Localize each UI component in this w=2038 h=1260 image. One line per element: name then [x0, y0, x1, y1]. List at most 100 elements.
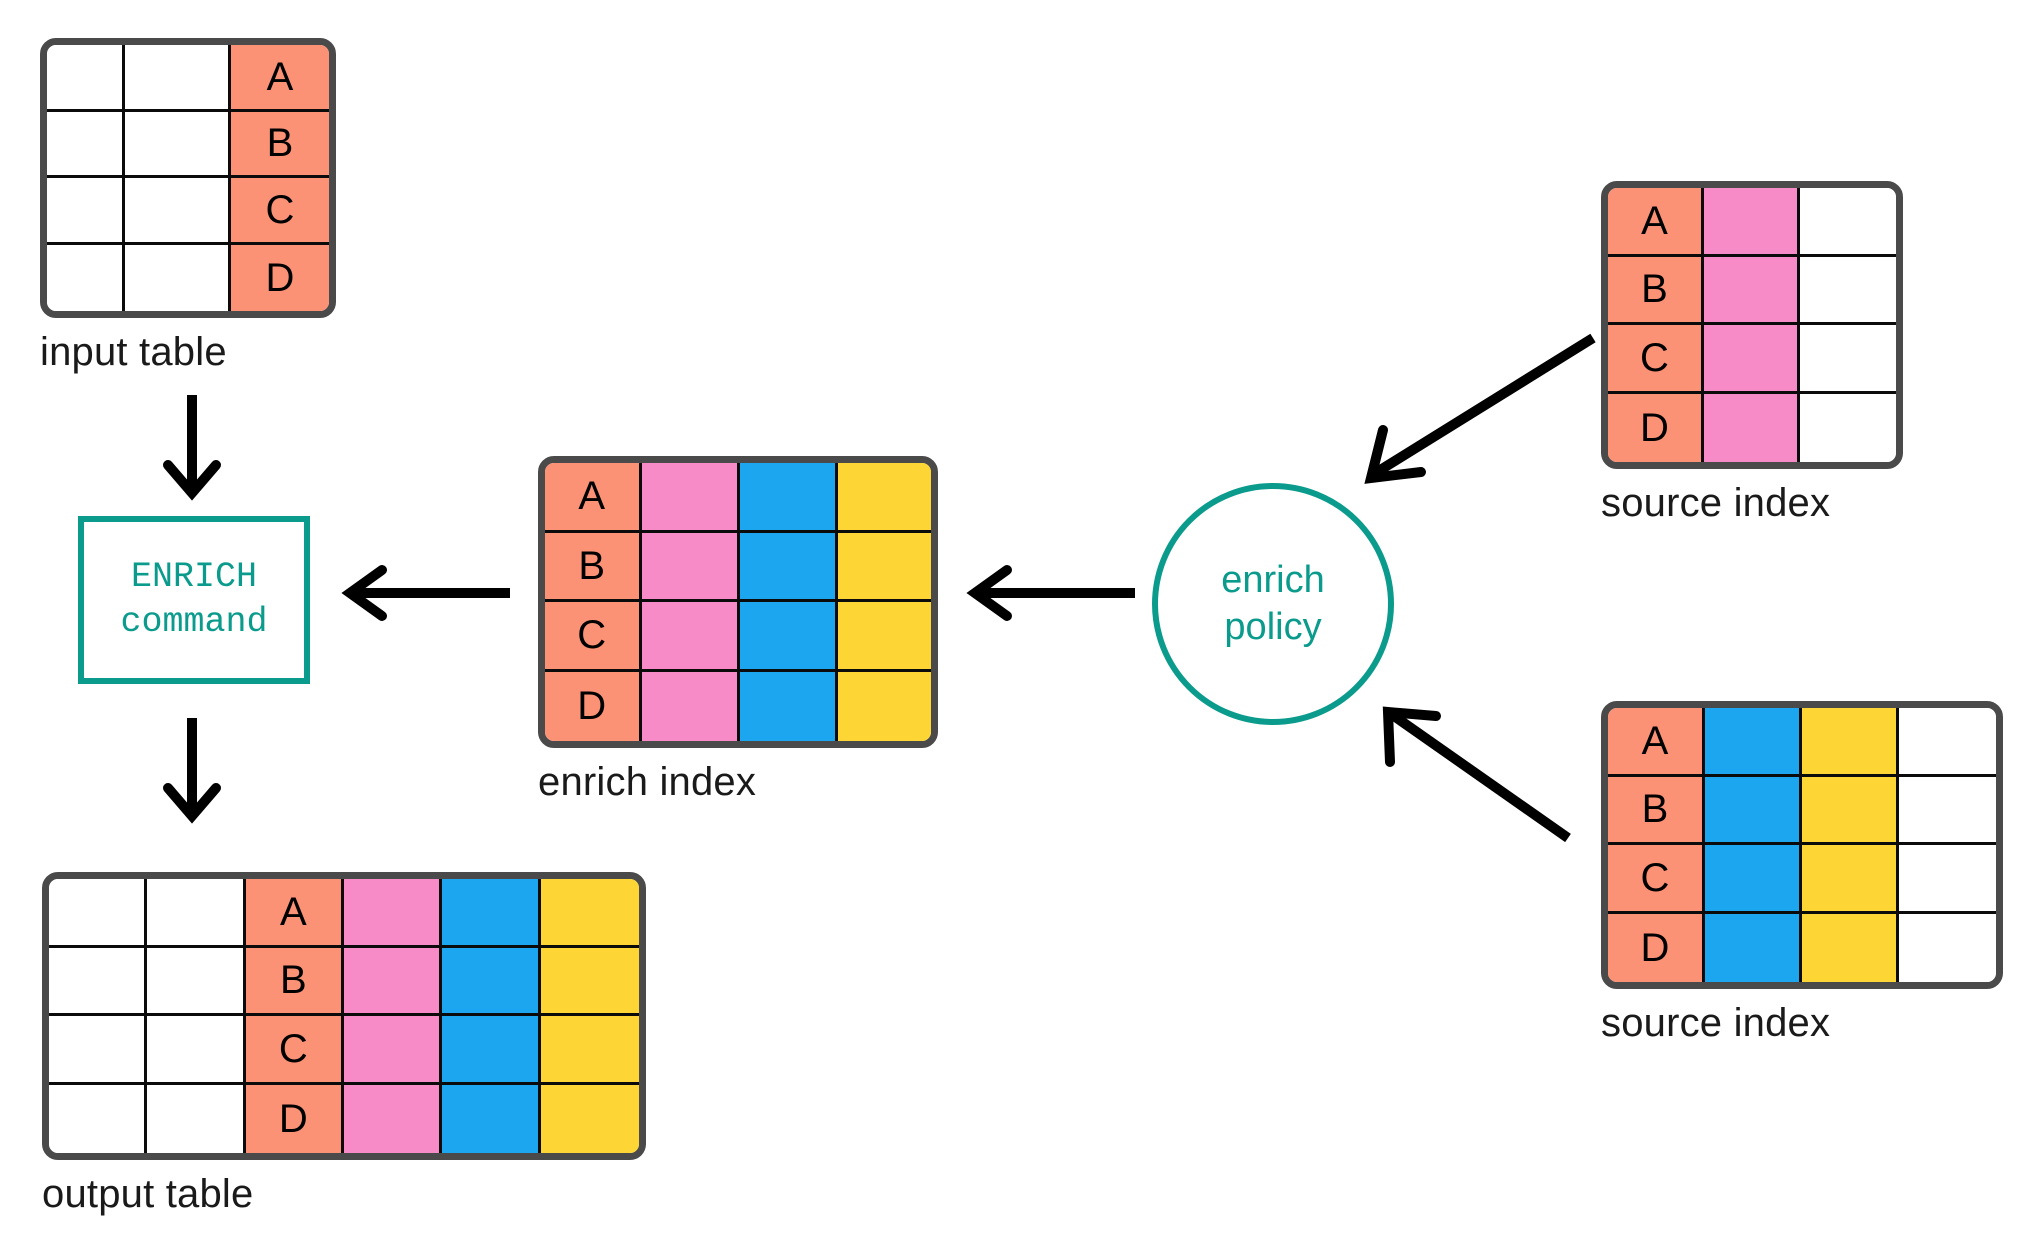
source-index-bottom-cell-col-blue: [1705, 708, 1802, 777]
source-index-top-row: C: [1608, 325, 1896, 394]
source-index-bottom-cell-col-blank: [1899, 845, 1996, 914]
enrich-index-row: D: [545, 671, 931, 741]
output-table-cell-col-key: B: [245, 947, 344, 1016]
source-index-top-row: A: [1608, 188, 1896, 257]
output-table-cell-col-blue: [442, 1016, 541, 1085]
enrich-index-cell-col-yellow: [838, 532, 931, 602]
source-index-bottom-cell-col-key: A: [1608, 708, 1705, 777]
output-table-cell-col-blank-2: [147, 879, 246, 948]
output-table-cell-col-yellow: [540, 879, 639, 948]
output-table-row: B: [49, 947, 639, 1016]
enrich-policy-line1: enrich: [1221, 558, 1325, 601]
enrich-index-cell-col-key: B: [545, 532, 642, 602]
source-index-top-row: D: [1608, 393, 1896, 462]
output-table-cell-col-blue: [442, 947, 541, 1016]
input-table-cell-col-blank-2: [124, 111, 231, 178]
enrich-command-line2: command: [120, 602, 268, 642]
source-index-bottom-cell-col-yellow: [1802, 708, 1899, 777]
output-table-row: A: [49, 879, 639, 948]
enrich-index-cell-col-key: A: [545, 463, 642, 533]
output-table-cell-col-yellow: [540, 1084, 639, 1153]
input-table-cell-col-key: B: [230, 111, 329, 178]
source-index-bottom-cell-col-blue: [1705, 845, 1802, 914]
output-table-cell-col-blue: [442, 1084, 541, 1153]
input-table-cell-col-blank-1: [47, 178, 125, 245]
source-index-top-cell-col-key: A: [1608, 188, 1704, 257]
input-table-cell-col-key: C: [230, 178, 329, 245]
input-table-cell-col-blank-2: [124, 244, 231, 311]
source-index-bottom-cell-col-key: C: [1608, 845, 1705, 914]
output-table-cell-col-key: C: [245, 1016, 344, 1085]
input-table-row: A: [47, 45, 329, 112]
input-table-cell-col-blank-1: [47, 111, 125, 178]
output-table-cell-col-blue: [442, 879, 541, 948]
source-index-top-cell-col-blank: [1800, 393, 1896, 462]
output-table-cell-col-blank-1: [49, 1084, 148, 1153]
input-table-row: D: [47, 244, 329, 311]
enrich-policy-line2: policy: [1224, 606, 1322, 648]
enrich-command-box[interactable]: ENRICH command: [78, 516, 310, 684]
output-table-cell-col-blank-1: [49, 947, 148, 1016]
input-table-cell-col-blank-2: [124, 45, 231, 112]
source-index-bottom-caption: source index: [1601, 1001, 1831, 1045]
input-table-cell-col-key: D: [230, 244, 329, 311]
enrich-index-caption: enrich index: [538, 760, 757, 804]
source-index-top-cell-col-pink: [1704, 188, 1800, 257]
source-index-top-cell-col-key: D: [1608, 393, 1704, 462]
arrow-command-to-output: [163, 718, 221, 824]
source-index-top-row: B: [1608, 256, 1896, 325]
input-table-cell-col-blank-1: [47, 45, 125, 112]
output-table-cell-col-blank-1: [49, 879, 148, 948]
source-index-bottom-row: C: [1608, 845, 1996, 914]
source-index-top-cell-col-pink: [1704, 256, 1800, 325]
output-table-cell-col-blank-2: [147, 1084, 246, 1153]
output-table-cell-col-blank-2: [147, 947, 246, 1016]
output-table-cell-col-blank-1: [49, 1016, 148, 1085]
arrow-input-to-command: [163, 395, 221, 501]
source-index-top-caption: source index: [1601, 481, 1831, 525]
source-index-top-cell-col-blank: [1800, 325, 1896, 394]
output-table-cell-col-yellow: [540, 1016, 639, 1085]
enrich-index-cell-col-blue: [739, 532, 839, 602]
source-index-bottom-cell-col-blue: [1705, 913, 1802, 982]
output-table-caption: output table: [42, 1172, 254, 1216]
output-table-cell-col-key: D: [245, 1084, 344, 1153]
enrich-index-cell-col-pink: [641, 463, 740, 533]
source-index-top-cell-col-blank: [1800, 188, 1896, 257]
enrich-index-cell-col-yellow: [838, 602, 931, 672]
enrich-index-cell-col-blue: [739, 602, 839, 672]
enrich-index-cell-col-key: C: [545, 602, 642, 672]
source-index-bottom-row: D: [1608, 913, 1996, 982]
source-index-bottom-cell-col-yellow: [1802, 913, 1899, 982]
arrow-policy-to-enrich-index: [966, 565, 1135, 621]
source-index-top-cell-col-key: C: [1608, 325, 1704, 394]
enrich-policy-circle[interactable]: enrich policy: [1152, 483, 1394, 725]
source-index-bottom-cell-col-key: D: [1608, 913, 1705, 982]
input-table-caption: input table: [40, 330, 227, 374]
arrow-enrich-index-to-command: [341, 565, 510, 621]
enrich-index-cell-col-pink: [641, 532, 740, 602]
input-table-row: C: [47, 178, 329, 245]
source-index-bottom-row: B: [1608, 776, 1996, 845]
enrich-index-cell-col-blue: [739, 671, 839, 741]
enrich-index-row: B: [545, 532, 931, 602]
arrow-source-top-to-policy: [1364, 333, 1596, 484]
output-table-cell-col-blank-2: [147, 1016, 246, 1085]
enrich-index-row: A: [545, 463, 931, 533]
enrich-index-cell-col-blue: [739, 463, 839, 533]
enrich-index-cell-col-yellow: [838, 463, 931, 533]
input-table-cell-col-blank-2: [124, 178, 231, 245]
arrow-source-bottom-to-policy: [1382, 706, 1571, 843]
input-table-cell-col-key: A: [230, 45, 329, 112]
enrich-index-cell-col-key: D: [545, 671, 642, 741]
enrich-index-row: C: [545, 602, 931, 672]
output-table-cell-col-pink: [343, 1016, 443, 1085]
